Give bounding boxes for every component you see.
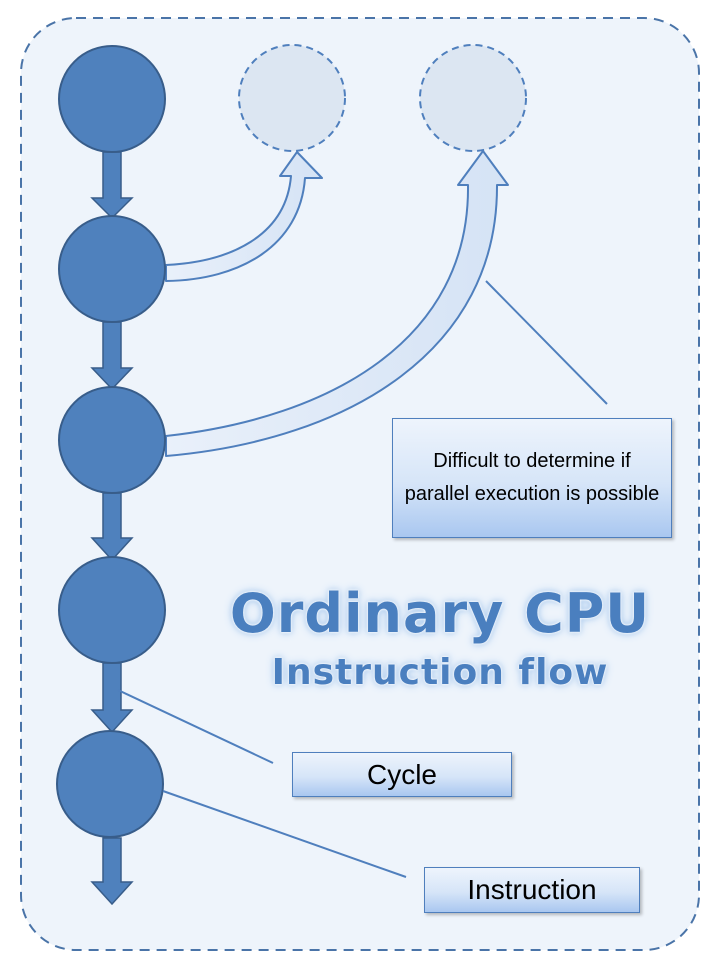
instruction-label: Instruction <box>467 874 597 905</box>
instruction-node-3 <box>58 386 166 494</box>
flow-arrow-3 <box>90 492 134 562</box>
diagram-subtitle: Instruction flow <box>271 652 609 693</box>
note-callout: Difficult to determine if parallel execu… <box>392 418 672 538</box>
parallel-slot-1 <box>238 44 346 152</box>
instruction-node-4 <box>58 556 166 664</box>
instruction-node-1 <box>58 45 166 153</box>
diagram-title: Ordinary CPU <box>229 582 651 645</box>
cycle-leader-line <box>117 689 274 764</box>
cycle-callout: Cycle <box>292 752 512 797</box>
instruction-nodes <box>56 45 166 838</box>
flow-arrow-2 <box>90 321 134 391</box>
background-panel <box>20 17 700 951</box>
flow-arrow-4 <box>90 662 134 734</box>
parallel-slot-2 <box>419 44 527 152</box>
callout-leaders <box>117 280 608 878</box>
flow-arrow-1 <box>90 151 134 220</box>
note-leader-line <box>485 280 608 405</box>
instruction-leader-line <box>162 790 407 878</box>
instruction-node-2 <box>58 215 166 323</box>
cycle-label: Cycle <box>366 758 437 790</box>
parallel-arrow-2 <box>165 150 509 457</box>
note-text: Difficult to determine if parallel execu… <box>404 450 660 505</box>
parallel-arrow-1 <box>165 151 323 282</box>
instruction-node-5 <box>56 730 164 838</box>
instruction-callout: Instruction <box>424 867 640 913</box>
flow-arrows <box>90 151 134 906</box>
flow-arrow-5 <box>90 837 134 906</box>
